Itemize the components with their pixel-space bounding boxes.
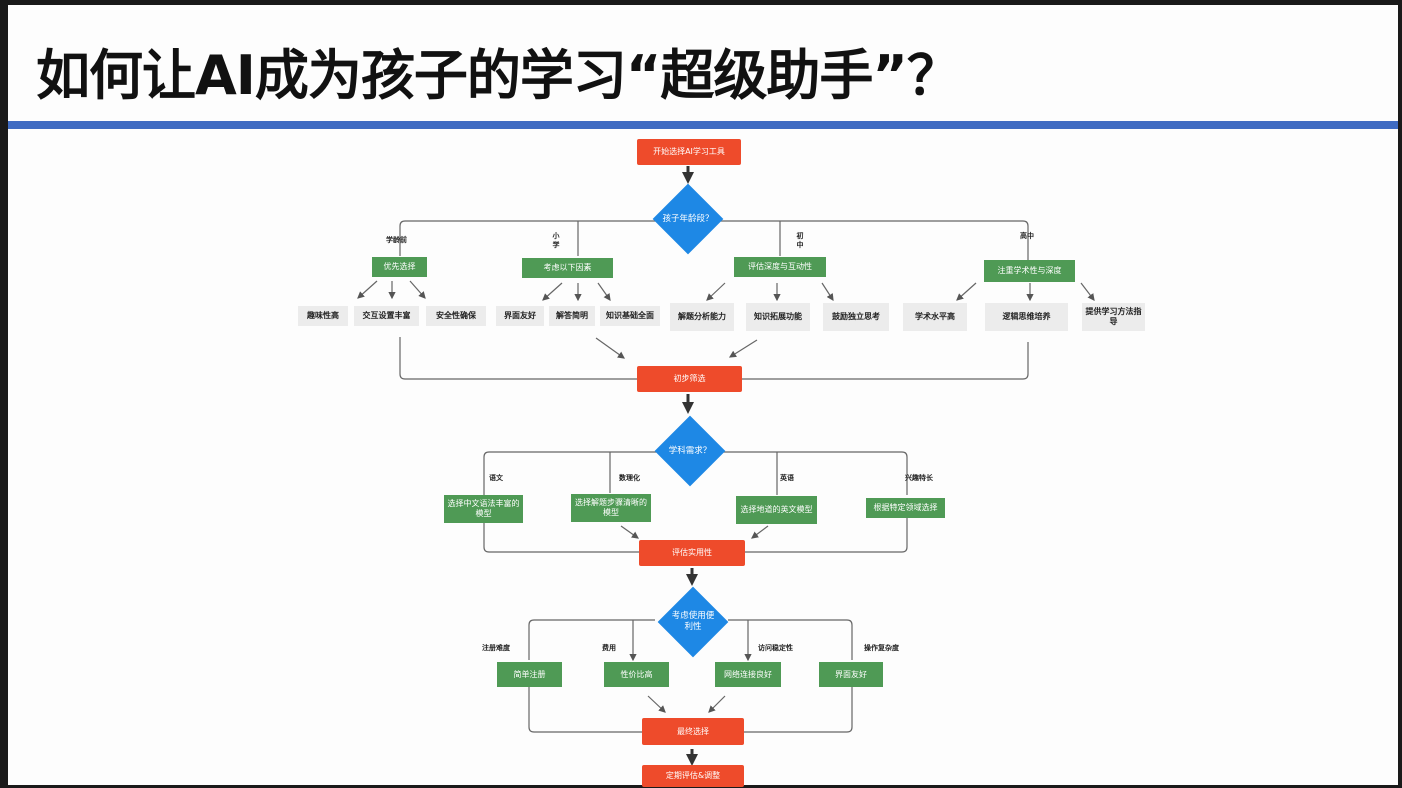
age-node-high: 注重学术性与深度 <box>984 260 1075 282</box>
subject-node-interest: 根据特定领域选择 <box>866 498 945 518</box>
conv-node-stability: 网络连接良好 <box>715 662 781 687</box>
detail-node: 安全性确保 <box>426 306 486 326</box>
slide: 如何让AI成为孩子的学习“超级助手”？ <box>8 5 1398 785</box>
edge-label-cost: 费用 <box>602 644 616 652</box>
detail-node: 解题分析能力 <box>670 303 734 331</box>
edge-label-preschool: 学龄前 <box>386 236 407 244</box>
detail-node: 鼓励独立思考 <box>823 303 889 331</box>
edge-label-stability: 访问稳定性 <box>758 644 793 652</box>
conv-node-complexity: 界面友好 <box>819 662 883 687</box>
edge-label-chinese: 语文 <box>489 474 503 482</box>
convenience-decision-label: 考虑使用便利性 <box>671 611 715 632</box>
subject-node-english: 选择地道的英文模型 <box>736 496 817 524</box>
slide-title: 如何让AI成为孩子的学习“超级助手”？ <box>36 44 961 107</box>
conv-node-cost: 性价比高 <box>604 662 669 687</box>
edge-label-math: 数理化 <box>619 474 640 482</box>
edge-label-middle: 初中 <box>796 232 804 249</box>
detail-node: 趣味性高 <box>298 306 348 326</box>
start-node: 开始选择AI学习工具 <box>637 139 741 165</box>
detail-node: 提供学习方法指导 <box>1082 303 1145 331</box>
age-node-middle: 评估深度与互动性 <box>734 257 826 277</box>
detail-node: 界面友好 <box>496 306 544 326</box>
detail-node: 学术水平高 <box>903 303 967 331</box>
age-node-preschool: 优先选择 <box>372 257 427 277</box>
detail-node: 交互设置丰富 <box>354 306 419 326</box>
edge-label-interest: 兴趣特长 <box>905 474 933 482</box>
detail-node: 逻辑思维培养 <box>985 303 1068 331</box>
age-node-primary: 考虑以下因素 <box>522 258 613 278</box>
conv-node-registration: 简单注册 <box>497 662 562 687</box>
subject-node-math: 选择解题步骤清晰的模型 <box>571 494 651 522</box>
edge-label-high: 高中 <box>1020 232 1034 240</box>
edge-label-registration: 注册难度 <box>482 644 510 652</box>
age-decision-label: 孩子年龄段？ <box>662 213 714 224</box>
periodic-review-node: 定期评估&调整 <box>642 765 744 787</box>
final-choice-node: 最终选择 <box>642 718 744 745</box>
edge-label-primary: 小学 <box>552 232 560 249</box>
detail-node: 解答简明 <box>549 306 595 326</box>
edge-label-complexity: 操作复杂度 <box>864 644 899 652</box>
detail-node: 知识拓展功能 <box>746 303 810 331</box>
subject-node-chinese: 选择中文语法丰富的模型 <box>444 495 523 523</box>
subject-decision-label: 学科需求？ <box>668 445 712 456</box>
evaluate-practicality-node: 评估实用性 <box>639 540 745 566</box>
detail-node: 知识基础全面 <box>600 306 660 326</box>
title-divider <box>8 121 1398 129</box>
preliminary-screen-node: 初步筛选 <box>637 366 742 392</box>
edge-label-english: 英语 <box>780 474 794 482</box>
